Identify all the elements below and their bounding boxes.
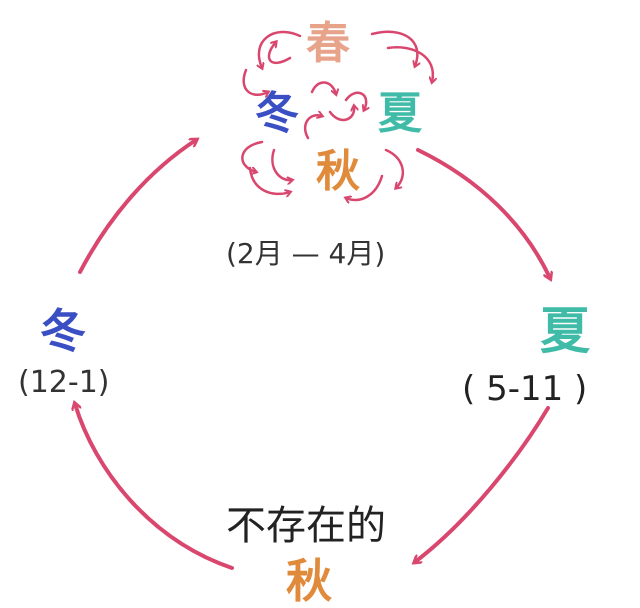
winter-node-label: 冬 — [40, 304, 86, 358]
swirl-arrow — [310, 81, 336, 94]
summer-node-label: 夏 — [540, 302, 590, 360]
swirl-arrow — [386, 46, 433, 82]
arrow-autumn-to-winter — [75, 404, 234, 570]
cluster-summer-label: 夏 — [378, 88, 422, 139]
arrow-summer-to-autumn — [415, 406, 550, 562]
arrows-layer — [0, 30, 640, 570]
winter-node-range: (12-1) — [18, 365, 110, 400]
swirl-arrow — [248, 166, 290, 194]
autumn-node-caption: 不存在的 — [226, 503, 386, 549]
swirl-arrow — [370, 30, 417, 66]
swirl-arrow — [242, 68, 268, 95]
arrow-cluster-to-summer — [416, 148, 550, 278]
swirl-arrow — [241, 140, 264, 172]
swirl-arrow — [271, 148, 292, 180]
swirl-arrow — [259, 30, 302, 68]
swirl-arrow — [328, 106, 354, 122]
swirl-arrow — [344, 91, 366, 110]
summer-node-range: ( 5-11 ) — [462, 369, 588, 409]
season-cycle-diagram: 春 冬 夏 秋 (2月 — 4月) 夏 ( 5-11 ) 冬 (12-1) 不存… — [0, 18, 640, 605]
swirl-arrow — [346, 174, 384, 200]
cluster-autumn-label: 秋 — [316, 146, 360, 197]
cluster-swirl-arrows — [241, 30, 433, 200]
cluster-spring-label: 春 — [306, 18, 350, 69]
swirl-arrow — [303, 115, 322, 140]
cluster-range-label: (2月 — 4月) — [226, 237, 386, 270]
swirl-arrow — [267, 42, 292, 65]
swirl-arrow — [384, 148, 405, 188]
autumn-node-label: 秋 — [286, 554, 332, 608]
arrow-winter-to-cluster — [78, 140, 196, 274]
cluster-winter-label: 冬 — [255, 88, 299, 139]
